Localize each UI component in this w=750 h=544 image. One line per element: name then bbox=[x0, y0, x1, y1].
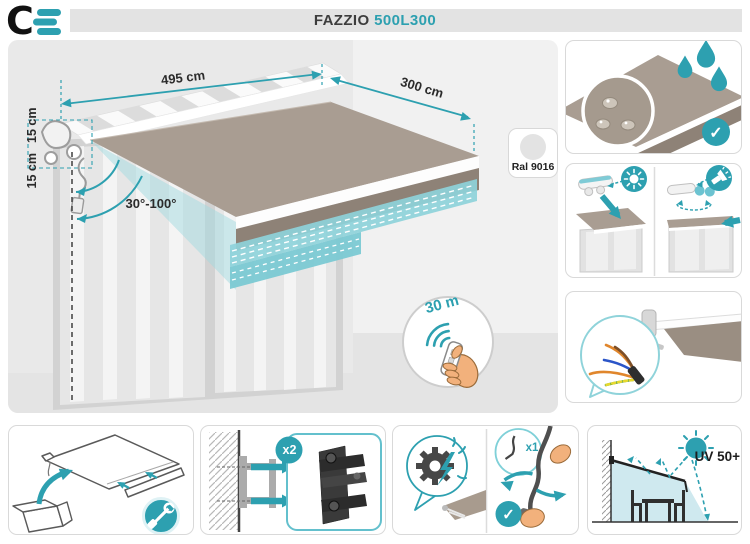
frame-color-card: Ral 9016 bbox=[508, 128, 558, 178]
main-awning-diagram: 495 cm 300 cm 15 cm15 cm 30°-100° 30 m R… bbox=[8, 40, 558, 413]
awning-underside bbox=[230, 179, 477, 289]
rotate-arrows bbox=[500, 471, 567, 502]
insert-arrows bbox=[117, 472, 158, 489]
crank-scene: ✓ bbox=[494, 426, 572, 528]
gear-icon bbox=[416, 447, 454, 485]
uv-protection-label: UV 50+ bbox=[694, 449, 740, 464]
crank-count-label: x1 bbox=[525, 442, 539, 454]
cardboard-box bbox=[12, 499, 73, 533]
awning-cassette bbox=[59, 62, 350, 145]
product-name: FAZZIO bbox=[313, 12, 370, 29]
brand-logo-icon: C bbox=[6, 2, 61, 40]
spark-icon bbox=[452, 437, 467, 480]
offset-label: 15 cm bbox=[25, 153, 39, 189]
count-badge bbox=[275, 436, 303, 464]
awning-side-shade bbox=[92, 142, 236, 290]
pitch-angle-arrows bbox=[75, 159, 143, 223]
brackets-count-label: x2 bbox=[282, 443, 297, 457]
offset-label: 15 cm bbox=[25, 107, 39, 143]
water-drop-icon bbox=[677, 41, 728, 92]
logo-letter: C bbox=[6, 2, 34, 40]
frame-color-label: Ral 9016 bbox=[511, 161, 555, 173]
motor-scene bbox=[406, 435, 486, 520]
sun-sensor-scene bbox=[576, 166, 647, 273]
projection-dimension-arrow bbox=[330, 76, 475, 152]
flashlight-icon bbox=[706, 165, 732, 191]
check-icon: ✓ bbox=[495, 501, 522, 527]
uv-protection-panel: UV 50+ bbox=[587, 425, 742, 535]
wall-mounting-panel: x2 bbox=[200, 425, 386, 535]
wifi-waves-icon bbox=[425, 322, 451, 348]
lightning-icon bbox=[437, 452, 455, 486]
tools-icon bbox=[142, 497, 180, 534]
svg-text:✓: ✓ bbox=[502, 507, 515, 524]
page-title: FAZZIO 500L300 bbox=[0, 9, 750, 32]
unboxing-assembly-panel bbox=[8, 425, 194, 535]
wires-bubble bbox=[580, 315, 660, 398]
uv-rays bbox=[627, 456, 710, 521]
pitch-angle-label: 30°-100° bbox=[125, 196, 177, 211]
table-chairs bbox=[631, 490, 685, 522]
wind-sensor-scene bbox=[666, 165, 741, 273]
wall-cross-section bbox=[209, 430, 241, 532]
bolt-lines bbox=[217, 466, 257, 502]
check-icon: ✓ bbox=[702, 118, 730, 146]
sun-icon bbox=[621, 166, 647, 192]
remote-control-icon bbox=[402, 296, 494, 388]
logo-bar-icon bbox=[37, 28, 61, 35]
motor-crank-panel: ✓ x1 bbox=[392, 425, 579, 535]
svg-text:✓: ✓ bbox=[709, 125, 722, 142]
shade-area bbox=[611, 460, 708, 522]
motor-cable-panel bbox=[565, 291, 742, 403]
bracket-photo bbox=[318, 445, 367, 525]
unbox-arrow bbox=[36, 468, 73, 505]
water-repellent-panel: ✓ bbox=[565, 40, 742, 154]
sensor-modes-panel bbox=[565, 163, 742, 278]
logo-bar-icon bbox=[37, 9, 61, 16]
bracket-callout-box bbox=[275, 433, 382, 531]
mount-offset-labels: 15 cm 15 cm bbox=[25, 83, 39, 213]
model-name: 500L300 bbox=[374, 12, 437, 29]
color-swatch bbox=[520, 134, 546, 160]
magnifier-icon bbox=[581, 74, 655, 148]
awning-outline bbox=[41, 434, 185, 498]
logo-bar-icon bbox=[33, 18, 57, 26]
wall-section bbox=[602, 440, 612, 522]
title-bar bbox=[70, 9, 742, 32]
